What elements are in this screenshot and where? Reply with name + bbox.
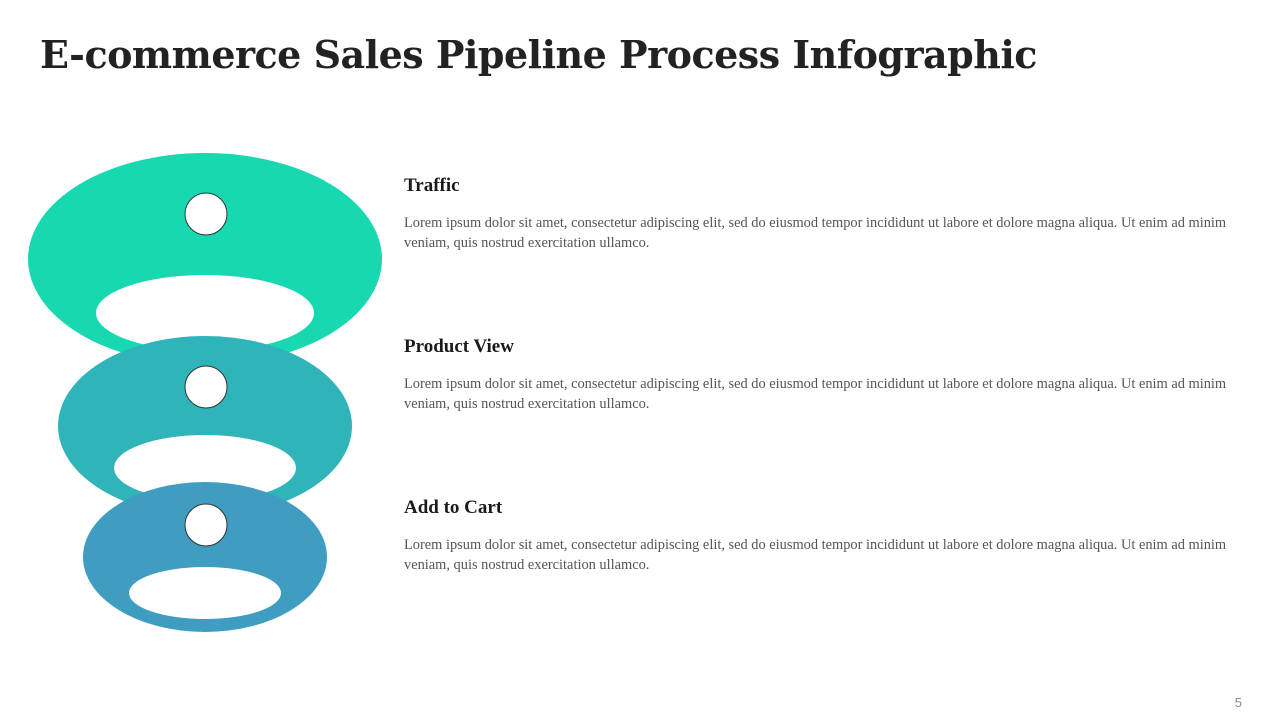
stage-traffic-text: Traffic Lorem ipsum dolor sit amet, cons… [404, 174, 1244, 253]
funnel-stage-product-view [58, 336, 352, 516]
stage-description-product-view: Lorem ipsum dolor sit amet, consectetur … [404, 376, 1227, 412]
funnel-ring-hole-add-to-cart [129, 567, 281, 619]
funnel-diagram [28, 153, 382, 632]
traffic-icon-circle [184, 192, 228, 236]
funnel-stage-traffic [28, 153, 382, 365]
product-view-icon-circle [184, 365, 228, 409]
stage-add-to-cart-text: Add to Cart Lorem ipsum dolor sit amet, … [404, 496, 1244, 575]
stage-heading-traffic: Traffic [404, 175, 460, 196]
funnel-ring-hole-traffic [96, 275, 314, 351]
add-to-cart-icon-circle [184, 503, 228, 547]
stage-description-traffic: Lorem ipsum dolor sit amet, consectetur … [404, 215, 1227, 251]
stage-heading-add-to-cart: Add to Cart [404, 497, 503, 518]
stage-product-view-text: Product View Lorem ipsum dolor sit amet,… [404, 335, 1244, 414]
stage-heading-product-view: Product View [404, 336, 514, 357]
stage-description-add-to-cart: Lorem ipsum dolor sit amet, consectetur … [404, 537, 1227, 573]
page-number: 5 [1234, 695, 1242, 710]
funnel-ring-hole-product-view [114, 435, 296, 501]
funnel-stage-add-to-cart [83, 482, 327, 632]
page-title: E-commerce Sales Pipeline Process Infogr… [40, 32, 1037, 77]
